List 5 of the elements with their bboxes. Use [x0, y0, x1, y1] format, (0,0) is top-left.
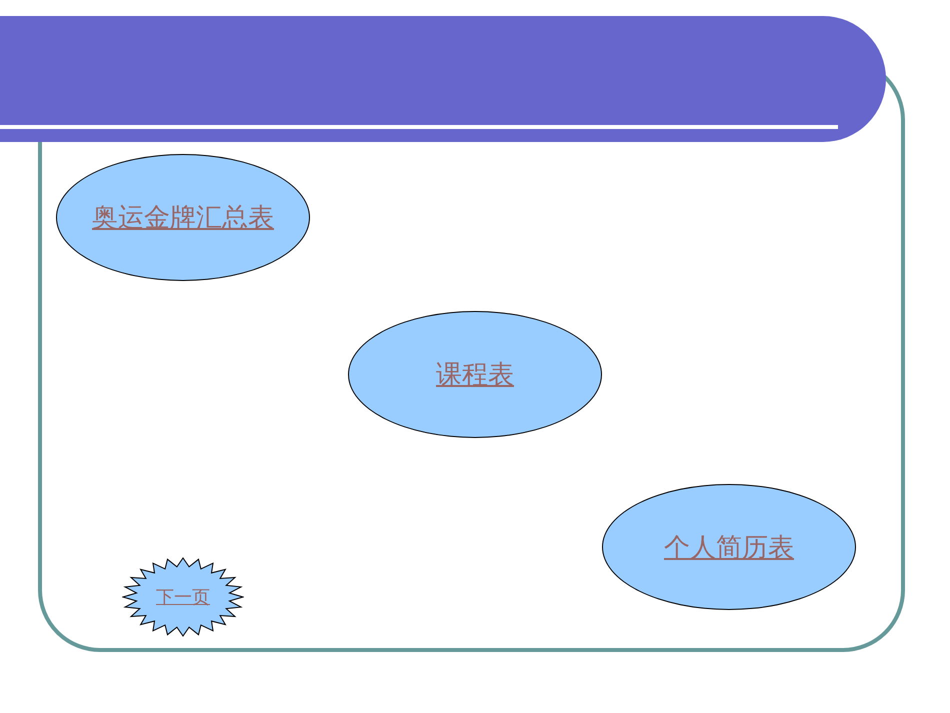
link: 下一页 — [156, 586, 210, 609]
link: 奥运金牌汇总表 — [92, 202, 274, 235]
link: 课程表 — [436, 359, 514, 392]
link: 个人简历表 — [664, 532, 794, 564]
starburst-node — [122, 557, 244, 637]
